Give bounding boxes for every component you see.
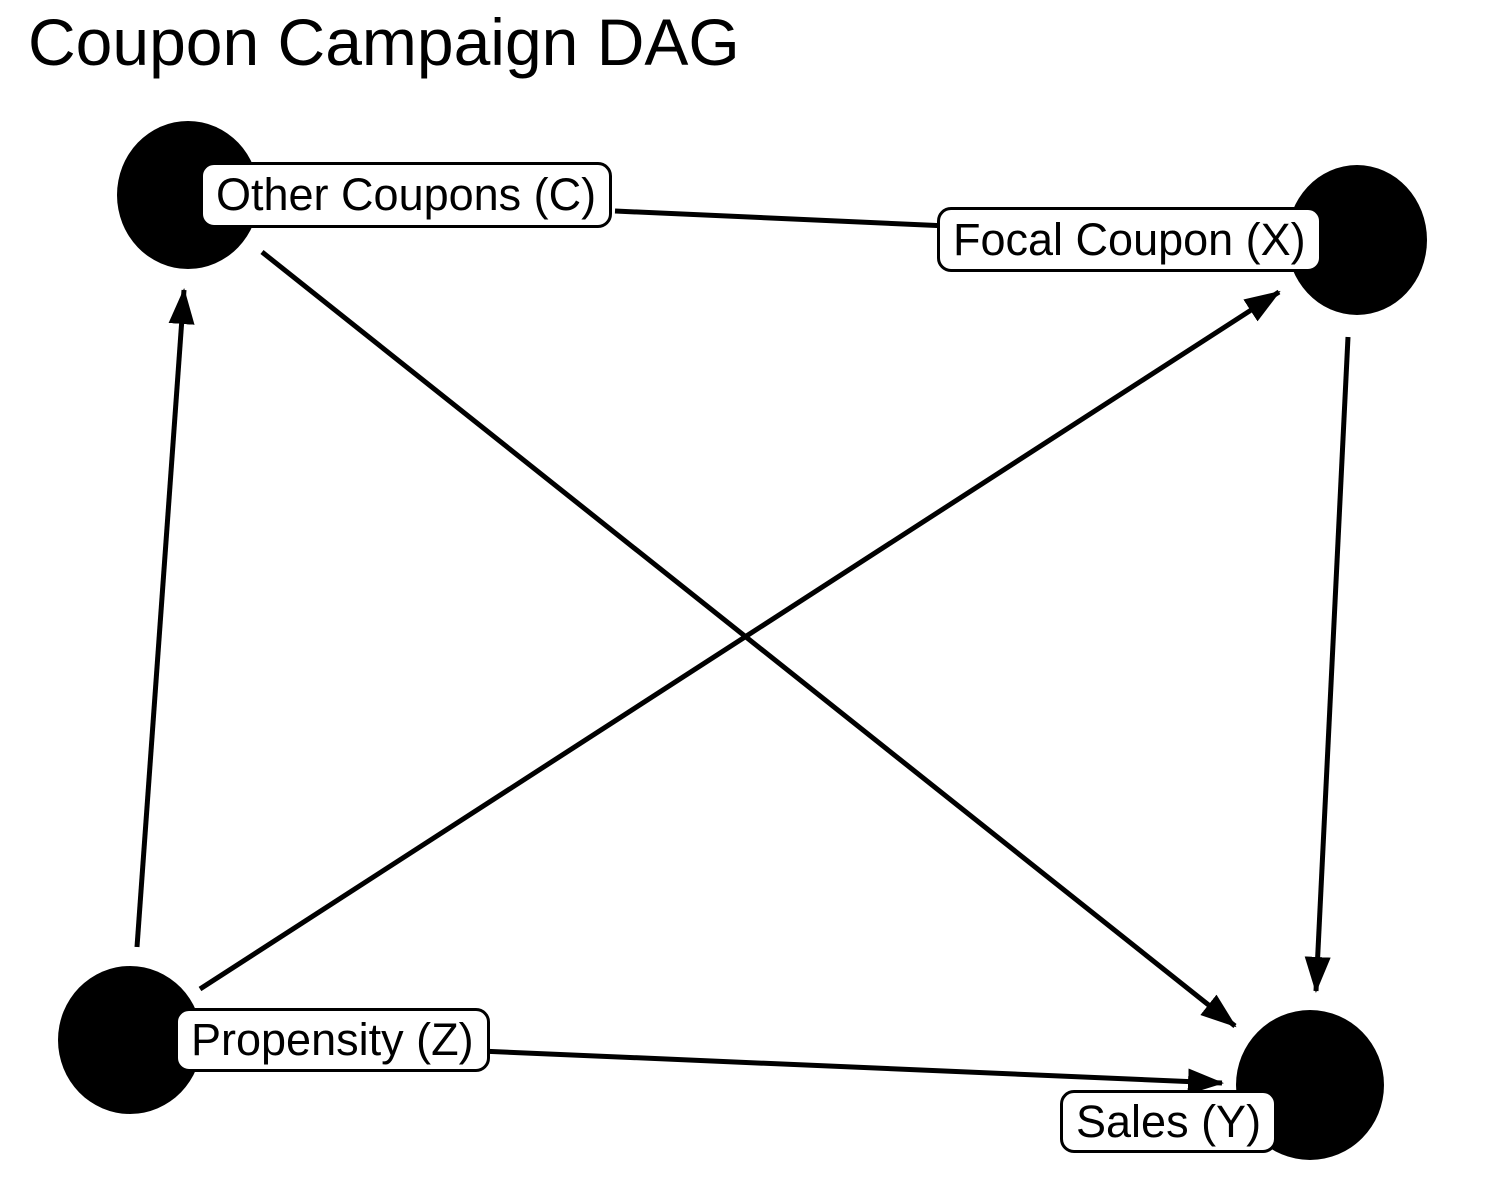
node-focal-coupon-circle xyxy=(1287,165,1427,315)
node-propensity-circle xyxy=(58,966,202,1114)
edge-other-coupons-to-focal-coupon xyxy=(614,208,949,229)
edge-other-coupons-to-sales xyxy=(260,250,1237,1028)
node-label-propensity: Propensity (Z) xyxy=(175,1008,490,1072)
edge-propensity-to-focal-coupon xyxy=(198,289,1281,992)
edge-propensity-to-other-coupons xyxy=(134,288,195,948)
edge-focal-coupon-to-sales xyxy=(1304,336,1351,993)
edge-propensity-to-sales xyxy=(479,1048,1224,1095)
diagram-title: Coupon Campaign DAG xyxy=(28,5,740,79)
node-label-other-coupons: Other Coupons (C) xyxy=(200,162,613,228)
node-other-coupons-circle xyxy=(117,121,259,269)
node-label-focal-coupon: Focal Coupon (X) xyxy=(937,207,1322,272)
node-label-sales: Sales (Y) xyxy=(1060,1090,1278,1153)
